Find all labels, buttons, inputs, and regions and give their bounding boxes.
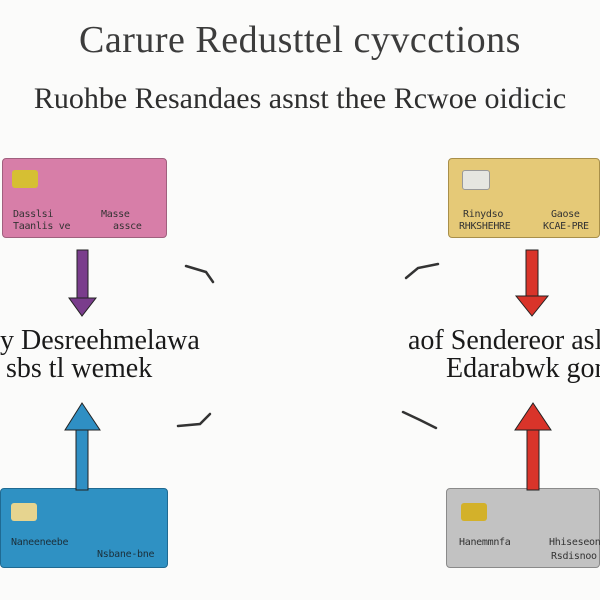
card-text: assce bbox=[113, 221, 142, 232]
card-text: RHKSHEHRE bbox=[459, 221, 511, 232]
arrow-up-blue-icon bbox=[64, 402, 101, 491]
card-bottom-left: Naneeneebe Nsbane-bne bbox=[0, 488, 168, 568]
card-bottom-right: Hanemmnfa Hhiseseonr Rsdisnoo bbox=[446, 488, 600, 568]
diagram-title: Carure Redusttel cyvcctions bbox=[79, 19, 521, 61]
curve-connector-icon bbox=[401, 410, 438, 430]
curve-connector-icon bbox=[404, 262, 440, 280]
arrow-down-purple-icon bbox=[68, 249, 98, 317]
card-text: Naneeneebe bbox=[11, 537, 69, 548]
diagram-subtitle: Ruohbe Resandaes asnst thee Rcwoe oidici… bbox=[33, 82, 567, 115]
right-label-line1: aof Sendereor asli bbox=[408, 325, 600, 356]
card-text: Hhiseseonr bbox=[549, 537, 600, 548]
card-text: Rinydso bbox=[463, 209, 504, 220]
card-text: Rsdisnoo bbox=[551, 551, 597, 562]
card-top-left: Dasslsi Masse Taanlis ve assce bbox=[2, 158, 167, 238]
left-label-line1: y Desreehmelawa bbox=[0, 325, 200, 356]
card-chip-icon bbox=[462, 170, 490, 190]
card-text: KCAE-PRE bbox=[543, 221, 589, 232]
card-text: Gaose bbox=[551, 209, 580, 220]
right-label-line2: Edarabwk gonr bbox=[446, 353, 600, 384]
card-text: Nsbane-bne bbox=[97, 549, 155, 560]
card-text: Dasslsi bbox=[13, 209, 54, 220]
curve-connector-icon bbox=[184, 264, 215, 284]
card-text: Taanlis ve bbox=[13, 221, 71, 232]
card-chip-icon bbox=[11, 503, 37, 521]
card-text: Hanemmnfa bbox=[459, 537, 511, 548]
card-chip-icon bbox=[12, 170, 38, 188]
card-text: Masse bbox=[101, 209, 130, 220]
card-chip-icon bbox=[461, 503, 487, 521]
arrow-up-red-icon bbox=[514, 402, 552, 491]
left-label-line2: sbs tl wemek bbox=[6, 353, 153, 384]
curve-connector-icon bbox=[176, 412, 212, 428]
arrow-down-red-icon bbox=[514, 249, 550, 317]
card-top-right: Rinydso Gaose RHKSHEHRE KCAE-PRE bbox=[448, 158, 600, 238]
